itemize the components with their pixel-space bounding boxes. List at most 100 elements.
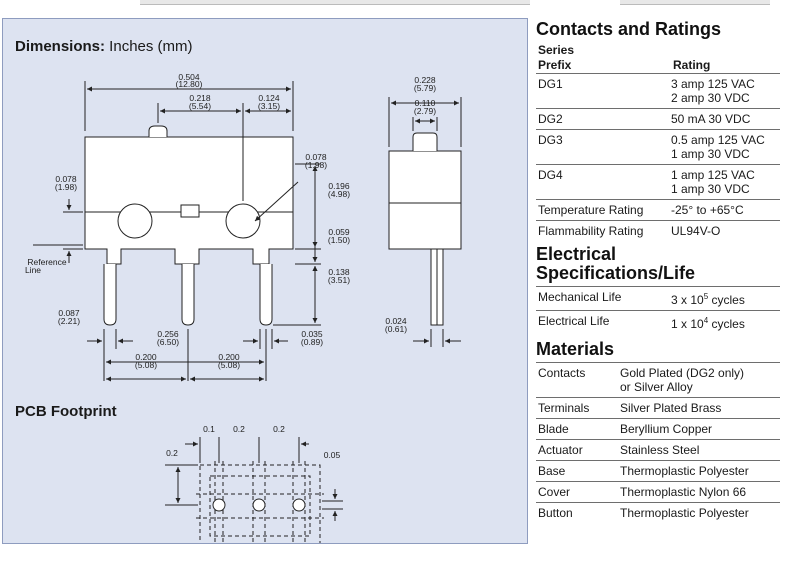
mounting-hole-right [225, 203, 261, 239]
top-edge-bar [140, 0, 530, 5]
materials-row-key: Terminals [538, 401, 590, 415]
contacts-row-key: Temperature Rating [538, 203, 644, 217]
dim-0110-mm: (2.79) [414, 106, 436, 116]
dim-right-0078: 0.078 [305, 152, 327, 162]
electrical-row-exponent: 4 [703, 316, 709, 325]
pcb-dim-02a: 0.2 [233, 424, 245, 434]
actuator-button-side [412, 132, 438, 151]
pcb-dim-02b: 0.2 [273, 424, 285, 434]
dim-0024-mm: (0.61) [385, 324, 407, 334]
materials-row: Blade Beryllium Copper [536, 418, 780, 439]
dim-0228-mm: (5.79) [414, 83, 436, 93]
pcb-footprint-drawing [165, 437, 343, 543]
materials-row-key: Blade [538, 422, 569, 436]
dim-0218: 0.218 [189, 93, 211, 103]
dim-0200-right: 0.200 [218, 352, 240, 362]
materials-row: Button Thermoplastic Polyester [536, 502, 780, 523]
dim-0256-mm: (6.50) [157, 337, 179, 347]
dim-left-0078: 0.078 [55, 174, 77, 184]
contacts-row-value-line1: 1 amp 125 VAC [671, 168, 755, 182]
contacts-row-key: Flammability Rating [538, 224, 644, 238]
contacts-row-value-line1: UL94V-O [671, 224, 721, 238]
dim-0196-mm: (4.98) [328, 189, 350, 199]
contacts-row-value: 50 mA 30 VDC [671, 112, 780, 126]
materials-row-key: Button [538, 506, 573, 520]
materials-row-value-line1: Silver Plated Brass [620, 401, 722, 415]
switch-body-front [84, 136, 294, 213]
pcb-inner-outline [209, 475, 311, 537]
contacts-row-value-line2: 2 amp 30 VDC [671, 91, 750, 105]
dim-0218-mm: (5.54) [189, 101, 211, 111]
dim-0087: 0.087 [58, 308, 80, 318]
materials-row-value-line1: Thermoplastic Polyester [620, 506, 749, 520]
materials-row-key: Actuator [538, 443, 583, 457]
electrical-row-value-unit: cycles [708, 293, 745, 307]
dim-0200-left: 0.200 [135, 352, 157, 362]
contacts-row-key: DG3 [538, 133, 563, 147]
actuator-button-front [148, 125, 168, 137]
dim-0504: 0.504 [178, 72, 200, 82]
materials-row-value-line1: Thermoplastic Polyester [620, 464, 749, 478]
materials-row-value: Thermoplastic Polyester [620, 506, 780, 520]
dim-0138-mm: (3.51) [328, 275, 350, 285]
dim-0200-left-mm: (5.08) [135, 360, 157, 370]
electrical-row-key: Electrical Life [538, 314, 610, 328]
contacts-row-value-line2: 1 amp 30 VDC [671, 182, 750, 196]
dim-right-0078-mm: (1.98) [305, 160, 327, 170]
top-edge-bar-right [620, 0, 770, 5]
pcb-dim-02-vertical: 0.2 [166, 448, 178, 458]
materials-row-value: Beryllium Copper [620, 422, 780, 436]
electrical-row-value-base: 3 x 10 [671, 293, 704, 307]
contacts-row: Flammability Rating UL94V-O [536, 220, 780, 241]
materials-row-value-line1: Gold Plated (DG2 only) [620, 366, 745, 380]
electrical-row-value: 3 x 105 cycles [671, 290, 780, 307]
materials-row-value: Stainless Steel [620, 443, 780, 457]
dimensions-title: Dimensions: Inches (mm) [15, 38, 193, 55]
dim-0124-mm: (3.15) [258, 101, 280, 111]
terminal-pin-2 [181, 264, 195, 326]
reference-line-label-1: Reference [27, 257, 66, 267]
dim-0138: 0.138 [328, 267, 350, 277]
dim-0200-right-mm: (5.08) [218, 360, 240, 370]
contacts-row-key: DG2 [538, 112, 563, 126]
materials-row: Actuator Stainless Steel [536, 439, 780, 460]
contacts-row: Temperature Rating-25° to +65°C [536, 199, 780, 220]
dim-0035-mm: (0.89) [301, 337, 323, 347]
switch-base-side [388, 202, 462, 250]
switch-body-side [388, 150, 462, 204]
materials-row-key: Base [538, 464, 566, 478]
dim-0196: 0.196 [328, 181, 350, 191]
materials-row: Terminals Silver Plated Brass [536, 397, 780, 418]
dim-0059: 0.059 [328, 227, 350, 237]
mechanical-drawing: 0.504 (12.80) 0.218 (5.54) 0.124 (3.15) … [25, 72, 462, 543]
electrical-row-value-base: 1 x 10 [671, 317, 704, 331]
dimensions-panel: Dimensions: Inches (mm) PCB Footprint [2, 18, 528, 544]
contacts-row: DG2 50 mA 30 VDC [536, 108, 780, 129]
pcb-hole-2 [252, 498, 266, 512]
contacts-row-key: DG4 [538, 168, 563, 182]
materials-row-value: Thermoplastic Nylon 66 [620, 485, 780, 499]
series-header-line1: Series [538, 43, 575, 57]
materials-row-value: Silver Plated Brass [620, 401, 780, 415]
dim-0035: 0.035 [301, 329, 323, 339]
electrical-title-line2: Specifications/Life [536, 263, 696, 283]
dim-0256: 0.256 [157, 329, 179, 339]
dim-0087-mm: (2.21) [58, 316, 80, 326]
pcb-dim-005: 0.05 [324, 450, 341, 460]
materials-title: Materials [536, 339, 615, 359]
materials-row-value-line1: Thermoplastic Nylon 66 [620, 485, 747, 499]
pcb-hole-3 [292, 498, 306, 512]
